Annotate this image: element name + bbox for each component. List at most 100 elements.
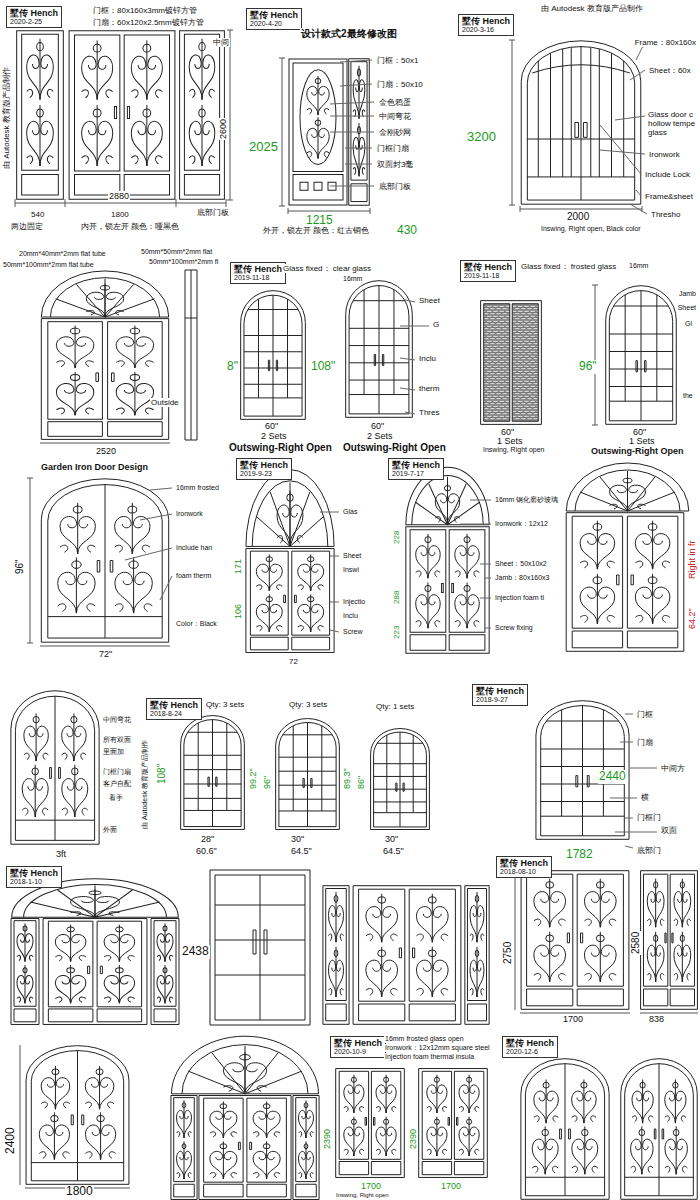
design-date: 2020-10-9 [334,1048,382,1056]
door-figure [536,701,629,840]
part-label: 1 Sets [628,436,656,446]
part-label: Glas [342,508,358,516]
door-figure [180,31,225,199]
part-label: 门扇 [636,738,654,747]
door-figure [171,1096,197,1200]
leader-line [125,488,172,600]
company-name: 墅传 Hench [334,1038,382,1048]
part-label: Inclu [418,354,437,363]
door-figure [481,301,542,425]
design-date: 2019-11-18 [234,274,282,282]
title-block: 墅传 Hench2019-9-23 [236,458,292,480]
door-figure [41,319,168,440]
part-label: 16mm [342,275,363,283]
part-label: 20mm*40mm*2mm flat tube [18,250,107,258]
part-label: 双面 [660,826,678,835]
dimension-number: 288 [392,590,401,605]
design-date: 2018-8-24 [150,710,198,718]
part-label: 1 Sets [496,436,524,446]
design-date: 2020-2-25 [10,18,58,26]
part-label: Include han [175,544,213,552]
door-figure [246,470,334,547]
part-label: Injection foam thermal insula [384,1053,475,1061]
part-label: 所有双面 [102,736,132,744]
part-label: Color：Black [175,620,218,628]
part-label: 72 [288,657,299,666]
part-label: Inswi [342,566,360,574]
door-outline [185,270,197,440]
dimension-number: 108" [156,763,168,785]
part-label: Glass fixed： frosted glass [520,262,617,271]
door-figure [11,691,99,844]
dimension-number: 8" [226,360,239,374]
design-date: 2020-4-20 [250,20,298,28]
door-figure [17,31,64,199]
part-label: 门扇：50x10 [376,80,424,89]
dimension-number: 106 [233,603,243,620]
part-label: 60" [264,421,279,431]
title-block: 墅传 Hench2018-8-24 [146,698,202,720]
door-figure [43,919,147,1025]
part-label: 2 Sets [260,431,288,441]
dimension-number: 2390 [408,1128,418,1150]
title-block: 墅传 Hench2018-1-10 [6,866,62,888]
dimension-number: 1700 [360,1181,382,1191]
door-outline [210,870,310,1025]
door-figure [465,886,489,1025]
part-label: Jamb [678,290,697,298]
part-label: Sheet [342,552,362,560]
part-label: Thresho [650,210,681,219]
part-label: 64.2" [687,607,697,630]
part-label: Outswing-Right Open [342,442,447,454]
part-label: Sheet：50x10x2 [494,560,548,568]
part-label: 中间弯花 [378,112,412,121]
door-figure [353,886,461,1025]
part-label: Qty: 3 sets [205,700,245,709]
dimension-number: 223 [392,625,401,640]
dimension-number: 171 [233,558,243,575]
door-outline [185,270,197,440]
part-label: 门框：50x1 [376,56,419,65]
title-block: 墅传 Hench2020-4-20 [246,8,302,30]
part-label: 中间 [212,38,230,47]
door-figure [566,463,689,511]
part-label: 中间方 [660,764,686,773]
part-label: 外面 [102,826,118,834]
part-label: Include Lock [644,170,691,179]
dimension-number: 228 [392,530,401,545]
part-label: 2750 [502,941,514,965]
part-label: 2438 [181,945,210,959]
door-figure [293,1096,319,1200]
leader-line [460,500,491,628]
door-figure [199,1096,291,1200]
dimension-number: 2390 [322,1128,332,1150]
door-figure [406,527,489,654]
dimension-number: 1782 [565,848,594,862]
door-figure [419,1069,488,1178]
part-label: 由 Autodesk 教育版产品制作 [2,66,11,170]
part-label: 2520 [95,446,117,456]
part-label: Frame：80x160x [634,38,697,47]
title-block: 墅传 Hench2020-3-16 [458,14,514,36]
dimension-number: 89.3" [342,767,352,790]
design-date: 2019-7-17 [392,470,440,478]
company-name: 墅传 Hench [392,460,440,470]
part-label: 底部门 [636,846,662,855]
title-block: 墅传 Hench2019-11-18 [460,260,516,282]
design-date: 2020-12-6 [506,1048,554,1056]
door-figure [41,479,168,642]
part-label: 50mm*100mm*2mm flat tube [2,261,95,269]
part-label: Screw fixing [494,624,534,632]
part-label: foam therm [175,572,212,580]
company-name: 墅传 Hench [500,858,548,868]
part-label: 门框门扇 [102,768,132,776]
part-label: 96" [14,558,26,575]
part-label: 底部门板 [196,208,230,217]
part-label: 双面封3毫 [376,160,414,169]
part-label: Inswing, Right open, Black color [540,225,642,233]
part-label: Outswing-Right Open [228,442,333,454]
dimension-number: 2025 [248,140,279,155]
dimension-number: 108" [310,360,336,374]
company-name: 墅传 Hench [464,262,512,272]
part-label: Glass door c hollow tempe glass [647,110,697,138]
